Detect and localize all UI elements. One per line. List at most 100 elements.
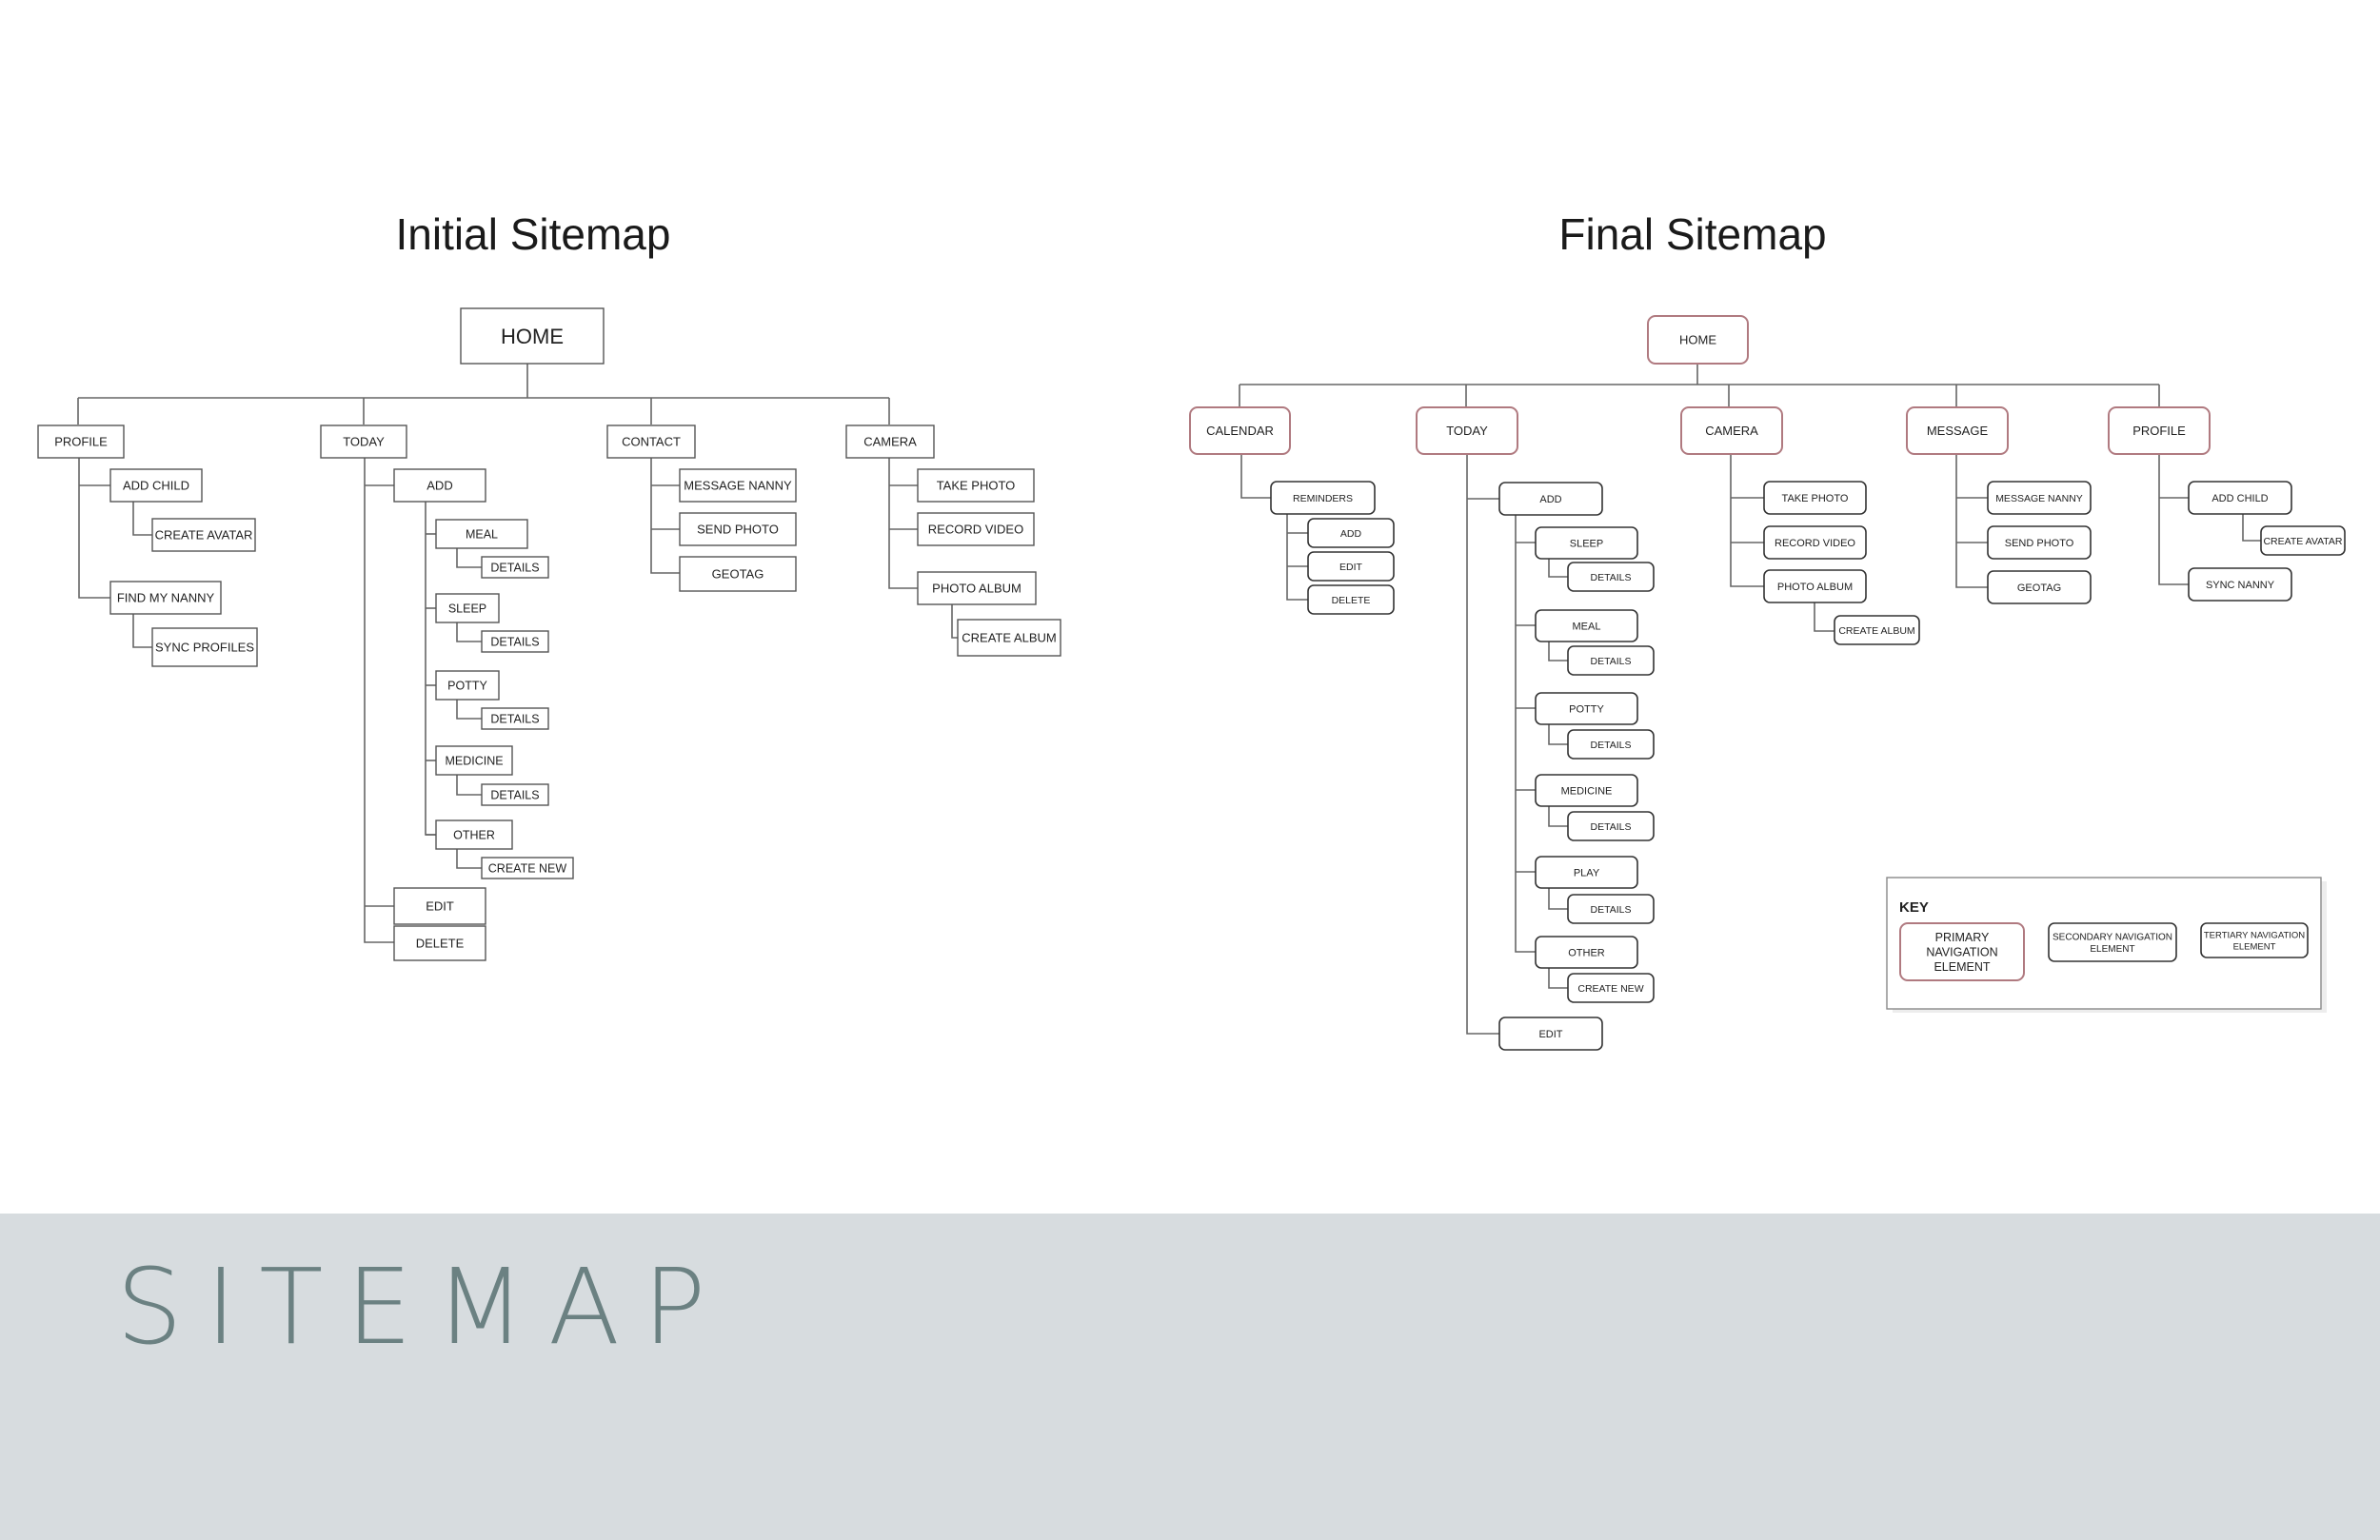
sitemap-node: DETAILS — [1567, 894, 1655, 924]
sitemap-node-label: CREATE AVATAR — [2263, 536, 2342, 547]
sitemap-node: OTHER — [435, 819, 513, 850]
sitemap-node: EDIT — [393, 887, 486, 925]
legend-primary-element-label: ELEMENT — [1934, 960, 1990, 974]
initial-profile-node: PROFILE — [37, 424, 125, 459]
sitemap-node-label: FIND MY NANNY — [117, 591, 215, 605]
sitemap-node: DETAILS — [1567, 645, 1655, 676]
sitemap-node: DETAILS — [481, 556, 549, 579]
sitemap-node: SLEEP — [1535, 526, 1638, 560]
connector-line — [456, 548, 482, 568]
connector-line — [650, 458, 680, 574]
initial-camera-node: CAMERA — [845, 424, 935, 459]
sitemap-node: MEAL — [435, 519, 528, 549]
sitemap-node: CREATE NEW — [481, 857, 574, 879]
connector-line — [951, 604, 958, 639]
sitemap-node: TAKE PHOTO — [917, 468, 1035, 503]
sitemap-node: MEDICINE — [1535, 774, 1638, 807]
sitemap-node: DETAILS — [481, 783, 549, 806]
sitemap-node-label: EDIT — [1538, 1029, 1562, 1040]
legend-secondary-element-label: ELEMENT — [2090, 944, 2134, 955]
sitemap-node: CREATE AVATAR — [151, 518, 256, 552]
connector-line — [456, 622, 482, 642]
sitemap-node-label: GEOTAG — [712, 567, 764, 582]
sitemap-node: CREATE AVATAR — [2260, 525, 2346, 556]
sitemap-node: FIND MY NANNY — [109, 581, 222, 615]
legend-primary-element-label: NAVIGATION — [1926, 946, 1997, 959]
sitemap-node-label: SYNC NANNY — [2206, 580, 2275, 591]
sitemap-node: SYNC NANNY — [2188, 567, 2292, 602]
sitemap-node-label: PHOTO ALBUM — [1777, 582, 1853, 593]
final-home-node-label: HOME — [1679, 333, 1716, 347]
sitemap-node: MEAL — [1535, 609, 1638, 642]
final-profile-node-label: PROFILE — [2132, 424, 2186, 438]
initial-today-node: TODAY — [320, 424, 407, 459]
sitemap-node-label: DETAILS — [1591, 572, 1632, 583]
sitemap-node-label: RECORD VIDEO — [928, 523, 1023, 537]
sitemap-node: ADD — [1307, 518, 1395, 548]
sitemap-node: SEND PHOTO — [679, 512, 797, 546]
sitemap-node-label: DELETE — [1332, 595, 1371, 606]
sitemap-node: ADD — [393, 468, 486, 503]
legend-title: KEY — [1899, 899, 1929, 916]
connector-line — [456, 849, 482, 869]
final-camera-node: CAMERA — [1680, 406, 1783, 455]
connector-line — [1548, 642, 1568, 661]
final-calendar-node-label: CALENDAR — [1206, 424, 1274, 438]
sitemap-node: DETAILS — [1567, 811, 1655, 841]
sitemap-node: PLAY — [1535, 856, 1638, 889]
sitemap-node: ADD — [1498, 482, 1603, 516]
sitemap-node-label: SLEEP — [1570, 538, 1603, 549]
initial-sitemap-title: Initial Sitemap — [396, 209, 671, 259]
sitemap-node: SEND PHOTO — [1987, 525, 2092, 560]
sitemap-node-label: DETAILS — [1591, 656, 1632, 667]
final-today-node-label: TODAY — [1446, 424, 1488, 438]
final-message-node-label: MESSAGE — [1927, 424, 1989, 438]
sitemap-node: CREATE ALBUM — [957, 619, 1061, 657]
initial-contact-node-label: CONTACT — [622, 435, 681, 449]
sitemap-node: OTHER — [1535, 936, 1638, 969]
sitemap-node-label: MEAL — [466, 528, 498, 542]
initial-profile-node-label: PROFILE — [54, 435, 108, 449]
connector-line — [456, 700, 482, 720]
connector-line — [1515, 515, 1536, 953]
sitemap-node: PHOTO ALBUM — [1763, 569, 1867, 603]
sitemap-node: CREATE ALBUM — [1834, 615, 1920, 645]
sitemap-node-label: POTTY — [1569, 703, 1604, 715]
sitemap-node-label: CREATE ALBUM — [1838, 625, 1914, 637]
connector-line — [364, 458, 394, 943]
connector-line — [1814, 602, 1835, 632]
connector-line — [1548, 724, 1568, 745]
final-home-node: HOME — [1647, 315, 1749, 365]
sitemap-node-label: ADD — [1539, 494, 1561, 505]
sitemap-node-label: DETAILS — [1591, 821, 1632, 833]
sitemap-node: POTTY — [435, 670, 500, 701]
sitemap-node: MEDICINE — [435, 745, 513, 776]
final-today-node: TODAY — [1416, 406, 1518, 455]
final-calendar-node: CALENDAR — [1189, 406, 1291, 455]
sitemap-node: EDIT — [1307, 551, 1395, 582]
sitemap-node: SYNC PROFILES — [151, 627, 258, 667]
sitemap-node-label: DETAILS — [1591, 904, 1632, 916]
connector-line — [1286, 514, 1308, 601]
sitemap-node-label: CREATE NEW — [1577, 983, 1643, 995]
sitemap-node: CREATE NEW — [1567, 973, 1655, 1003]
sitemap-node: EDIT — [1498, 1017, 1603, 1051]
legend-primary-element-label: PRIMARY — [1935, 931, 1990, 944]
sitemap-node-label: DETAILS — [490, 636, 539, 649]
sitemap-node-label: MEDICINE — [1561, 785, 1613, 797]
sitemap-node: DETAILS — [481, 630, 549, 653]
sitemap-node: TAKE PHOTO — [1763, 481, 1867, 515]
connector-line — [1466, 454, 1499, 1035]
sitemap-node: RECORD VIDEO — [917, 512, 1035, 546]
sitemap-node-label: MESSAGE NANNY — [684, 479, 792, 493]
sitemap-node-label: SYNC PROFILES — [155, 641, 254, 655]
legend-tertiary-element-label: ELEMENT — [2233, 941, 2276, 952]
connector-line — [2158, 454, 2189, 585]
sitemap-node-label: DETAILS — [490, 789, 539, 802]
sitemap-node-label: OTHER — [1568, 947, 1605, 958]
footer-title: SITEMAP — [116, 1246, 729, 1368]
sitemap-node-label: PLAY — [1574, 867, 1600, 879]
connector-line — [78, 458, 110, 599]
sitemap-node: SLEEP — [435, 593, 500, 623]
connector-line — [1730, 454, 1764, 587]
